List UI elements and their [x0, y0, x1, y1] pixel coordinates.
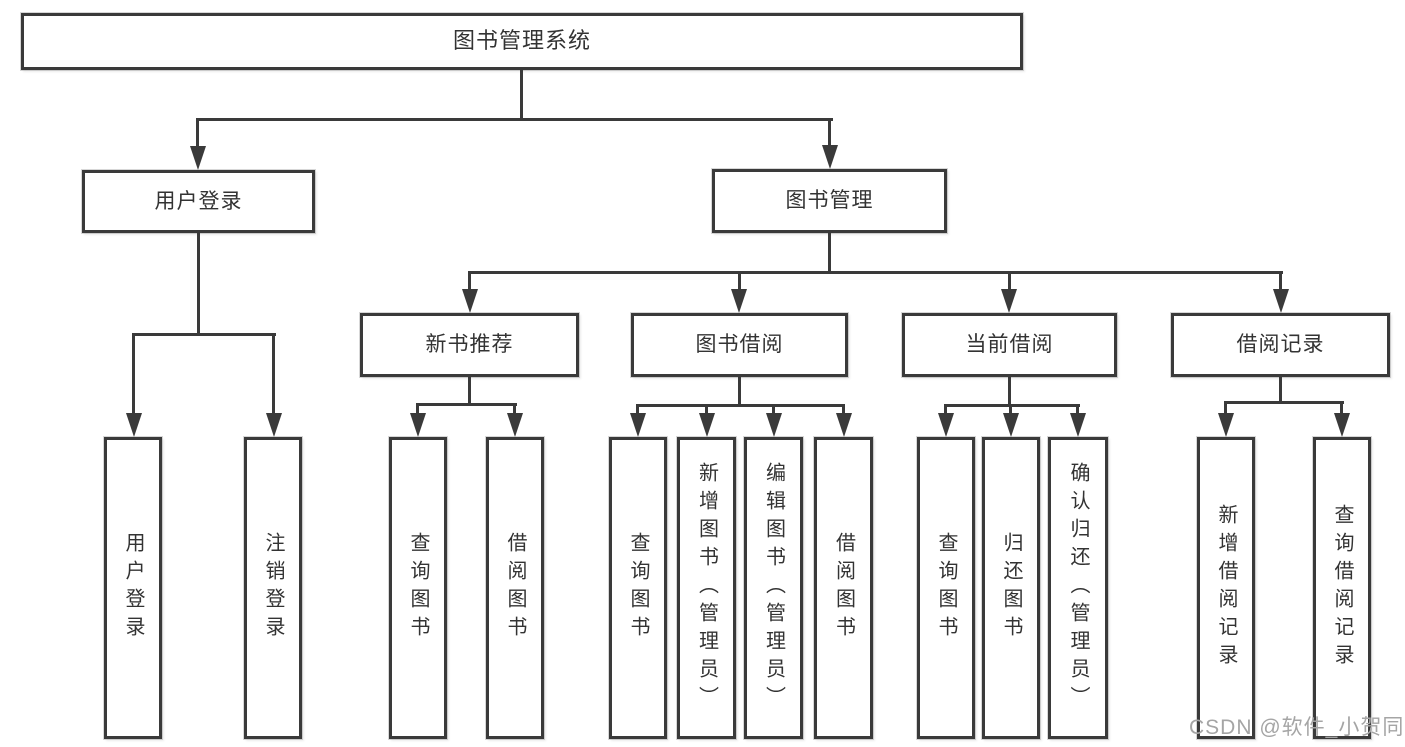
arrowhead-nb-leaf2 [507, 413, 523, 437]
connector-current-borrow-hbar [944, 404, 1080, 407]
connector-book-borrow-stem [738, 375, 741, 406]
connector-bb-leaf3-drop [772, 404, 775, 417]
connector-mgmt-hbar [468, 271, 1283, 274]
leaf-nb-query-books-label: 查询图书 [407, 532, 429, 644]
node-current-borrow: 当前借阅 [902, 313, 1117, 377]
node-new-books-label: 新书推荐 [425, 333, 514, 357]
arrowhead-cb-leaf3 [1070, 413, 1086, 437]
connector-root-stem [520, 68, 523, 120]
node-book-borrow-label: 图书借阅 [695, 333, 784, 357]
connector-user-leaf2-drop [272, 333, 275, 417]
leaf-bb-edit-books-admin: 编辑图书（管理员） [744, 437, 803, 739]
leaf-bb-edit-books-admin-label: 编辑图书（管理员） [762, 462, 785, 714]
node-user-login: 用户登录 [82, 170, 315, 233]
connector-current-borrow-stem [1008, 375, 1011, 406]
leaf-nb-borrow-books: 借阅图书 [486, 437, 544, 739]
node-borrow-records-label: 借阅记录 [1236, 333, 1325, 357]
leaf-bb-borrow-books: 借阅图书 [814, 437, 873, 739]
connector-new-books-drop [468, 271, 471, 292]
arrowhead-bb-leaf3 [765, 413, 782, 437]
leaf-bb-add-books-admin: 新增图书（管理员） [677, 437, 736, 739]
connector-book-borrow-drop [738, 271, 741, 292]
arrowhead-bb-leaf2 [698, 413, 715, 437]
connector-bb-leaf2-drop [705, 404, 708, 417]
arrowhead-user-login [190, 146, 206, 170]
connector-book-borrow-hbar [636, 404, 845, 407]
connector-new-books-hbar [416, 403, 517, 406]
leaf-user-login-label: 用户登录 [122, 532, 144, 644]
connector-cb-leaf2-drop [1009, 404, 1012, 417]
arrowhead-cb-leaf2 [1003, 413, 1019, 437]
connector-borrow-records-stem [1279, 375, 1282, 403]
connector-borrow-records-hbar [1224, 401, 1344, 404]
node-borrow-records: 借阅记录 [1171, 313, 1390, 377]
arrowhead-nb-leaf1 [410, 413, 426, 437]
arrowhead-borrow-records [1273, 289, 1289, 313]
leaf-cb-query-books: 查询图书 [917, 437, 975, 739]
connector-cb-leaf3-drop [1076, 404, 1079, 417]
arrowhead-user-leaf2 [265, 413, 282, 437]
connector-root-hbar [197, 118, 833, 121]
leaf-bb-query-books-label: 查询图书 [627, 532, 649, 644]
leaf-nb-borrow-books-label: 借阅图书 [504, 532, 526, 644]
connector-bb-leaf1-drop [636, 404, 639, 417]
node-current-borrow-label: 当前借阅 [965, 333, 1054, 357]
arrowhead-br-leaf1 [1218, 413, 1234, 437]
leaf-cb-return-books: 归还图书 [982, 437, 1040, 739]
node-root: 图书管理系统 [21, 13, 1023, 70]
csdn-watermark: CSDN @软件_小贺同学 [1189, 716, 1405, 739]
connector-br-leaf1-drop [1224, 401, 1227, 417]
node-new-books: 新书推荐 [360, 313, 579, 377]
arrowhead-book-borrow [731, 289, 747, 313]
connector-user-leaf1-drop [132, 333, 135, 417]
arrowhead-current-borrow [1001, 289, 1017, 313]
connector-borrow-records-drop [1279, 271, 1282, 292]
leaf-br-query-record-label: 查询借阅记录 [1331, 504, 1353, 672]
leaf-cb-confirm-return-admin-label: 确认归还（管理员） [1067, 462, 1089, 714]
leaf-logout-label: 注销登录 [262, 532, 284, 644]
connector-user-stem [197, 231, 200, 335]
node-book-mgmt: 图书管理 [712, 169, 947, 233]
connector-book-mgmt-drop [828, 118, 831, 148]
connector-current-borrow-drop [1008, 271, 1011, 292]
arrowhead-br-leaf2 [1334, 413, 1350, 437]
node-user-login-label: 用户登录 [154, 189, 243, 213]
leaf-cb-query-books-label: 查询图书 [935, 532, 957, 644]
leaf-bb-borrow-books-label: 借阅图书 [832, 532, 855, 644]
connector-mgmt-stem [828, 231, 831, 273]
node-book-borrow: 图书借阅 [631, 313, 848, 377]
arrowhead-user-leaf1 [125, 413, 142, 437]
arrowhead-book-mgmt [822, 145, 838, 169]
leaf-bb-add-books-admin-label: 新增图书（管理员） [695, 462, 718, 714]
connector-nb-leaf2-drop [513, 403, 516, 417]
leaf-cb-return-books-label: 归还图书 [1000, 532, 1022, 644]
connector-bb-leaf4-drop [842, 404, 845, 417]
leaf-cb-confirm-return-admin: 确认归还（管理员） [1048, 437, 1108, 739]
node-book-mgmt-label: 图书管理 [785, 189, 874, 213]
arrowhead-bb-leaf1 [630, 413, 646, 437]
leaf-br-add-record: 新增借阅记录 [1197, 437, 1255, 739]
leaf-nb-query-books: 查询图书 [389, 437, 447, 739]
leaf-user-login: 用户登录 [104, 437, 162, 739]
node-root-label: 图书管理系统 [452, 28, 591, 54]
leaf-br-query-record: 查询借阅记录 [1313, 437, 1371, 739]
connector-nb-leaf1-drop [416, 403, 419, 417]
arrowhead-bb-leaf4 [835, 413, 852, 437]
connector-user-login-drop [196, 118, 199, 149]
leaf-logout: 注销登录 [244, 437, 302, 739]
arrowhead-new-books [462, 289, 478, 313]
leaf-br-add-record-label: 新增借阅记录 [1215, 504, 1237, 672]
connector-user-hbar [132, 333, 276, 336]
connector-cb-leaf1-drop [944, 404, 947, 417]
arrowhead-cb-leaf1 [938, 413, 954, 437]
connector-new-books-stem [468, 375, 471, 406]
connector-br-leaf2-drop [1340, 401, 1343, 417]
leaf-bb-query-books: 查询图书 [609, 437, 667, 739]
